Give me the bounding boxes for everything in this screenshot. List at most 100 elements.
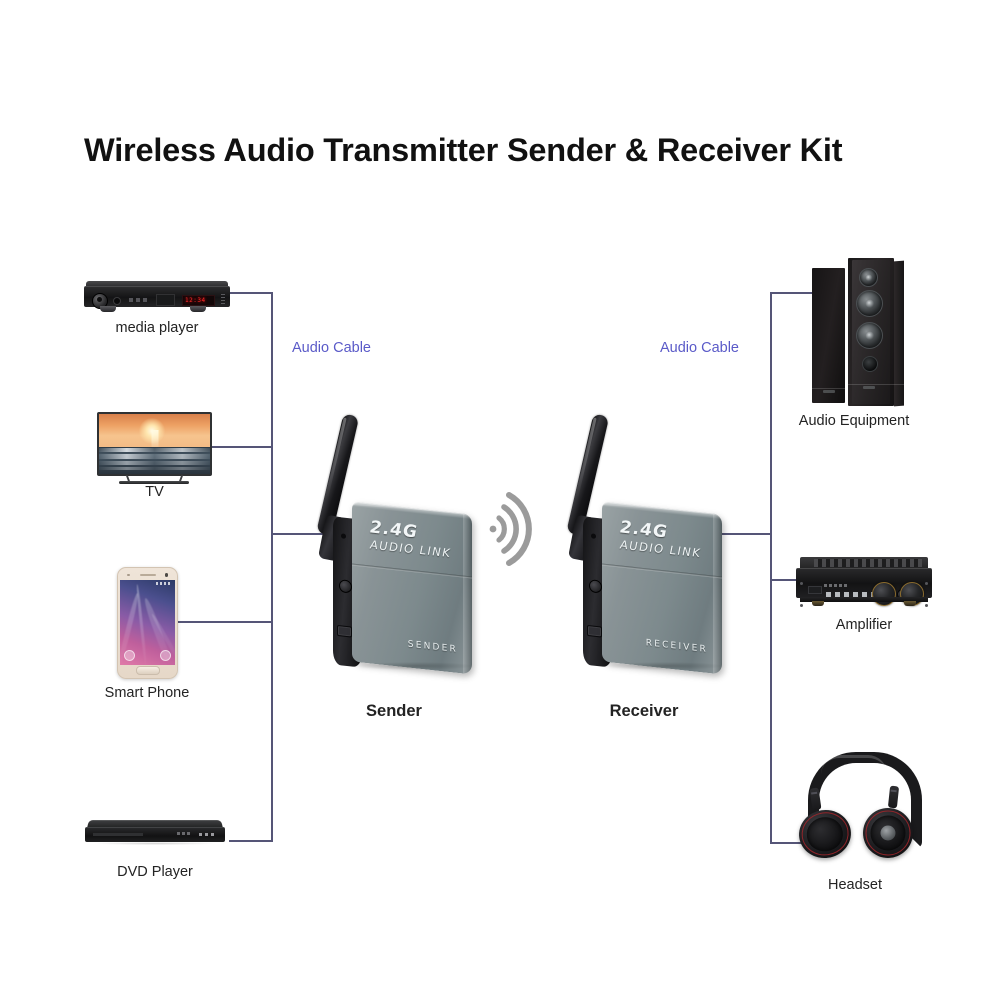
dvd-player-caption: DVD Player: [117, 864, 193, 880]
wifi-waves-icon: [489, 492, 532, 566]
amplifier-input-buttons: [826, 592, 878, 597]
amplifier-caption: Amplifier: [835, 617, 893, 633]
receiver-power-button: [589, 579, 602, 594]
sender-status-led: [341, 533, 346, 539]
speaker-midrange-lower-dome: [865, 331, 874, 340]
smart-phone-shortcut-right: [160, 650, 171, 661]
media-player-chassis-top: [86, 281, 228, 287]
sender-device-image: 2.4G AUDIO LINK SENDER: [300, 412, 475, 675]
smart-phone-image: [117, 567, 178, 679]
amplifier-screw-bottom-left: [800, 604, 803, 607]
tv-stand-base: [119, 481, 189, 484]
dvd-player-disc-slot: [93, 833, 143, 836]
audio-equipment-caption: Audio Equipment: [798, 413, 910, 429]
receiver-body-edge: [713, 513, 722, 675]
tv-screen-wave-3: [99, 460, 210, 465]
media-player-image: 12:34: [84, 281, 230, 313]
tv-screen-wave-4: [99, 466, 210, 470]
amplifier-top-cover: [800, 557, 928, 569]
speaker-rear-tower: [812, 268, 845, 403]
sender-caption: Sender: [366, 702, 422, 720]
speaker-midrange-lower: [856, 322, 883, 349]
wire-left-bus: [229, 292, 273, 842]
headset-headband-highlight: [821, 755, 887, 774]
tv-screen-wave-1: [99, 447, 210, 452]
smart-phone-caption: Smart Phone: [104, 685, 190, 701]
smart-phone-status-bar: [156, 582, 172, 585]
receiver-body-seam: [602, 563, 722, 579]
media-player-led-display: 12:34: [182, 295, 215, 306]
tv-screen-sun-reflection: [151, 429, 158, 450]
media-player-disc-tray: [156, 294, 175, 306]
media-player-foot-left: [100, 306, 116, 312]
tv-screen-wave-2: [99, 453, 210, 459]
receiver-status-led: [591, 533, 596, 539]
tv-screen: [99, 414, 210, 474]
media-player-button-row: [129, 298, 147, 302]
amplifier-foot-right: [904, 601, 916, 606]
media-player-front-panel: 12:34: [84, 286, 230, 309]
amplifier-display: [808, 586, 822, 594]
speaker-rear-badge: [823, 390, 835, 393]
smart-phone-screen: [120, 580, 175, 665]
receiver-shadow: [606, 662, 724, 670]
amplifier-bottom-rail: [800, 597, 928, 602]
headset-control-button: [880, 825, 896, 841]
headset-caption: Headset: [827, 877, 882, 893]
tv-image: [97, 412, 212, 484]
speaker-midrange-upper: [856, 290, 883, 317]
amplifier-ventilation-grille: [814, 559, 922, 567]
smart-phone-top-bezel: [118, 568, 177, 580]
smart-phone-front-camera: [164, 573, 168, 577]
sender-body: 2.4G AUDIO LINK SENDER: [352, 501, 472, 675]
dvd-player-shadow: [93, 842, 217, 845]
media-player-headphone-jack: [113, 297, 121, 305]
smart-phone-home-button: [135, 666, 160, 675]
speaker-tweeter: [859, 268, 878, 287]
tv-caption: TV: [145, 484, 164, 500]
dvd-player-image: [85, 820, 225, 846]
amplifier-screw-top-right: [925, 582, 928, 585]
sender-shadow: [356, 662, 474, 670]
audio-cable-label-right: Audio Cable: [660, 340, 739, 356]
smart-phone-shortcut-left: [124, 650, 135, 661]
receiver-caption: Receiver: [609, 702, 679, 720]
media-player-foot-right: [190, 306, 206, 312]
smart-phone-sensor: [127, 574, 130, 576]
speaker-tweeter-dome: [865, 274, 872, 281]
receiver-brand-name: AUDIO LINK: [620, 537, 702, 561]
headset-earcup-right: [863, 808, 913, 858]
smart-phone-wallpaper-streak-2: [135, 584, 148, 665]
speaker-bass-port: [862, 356, 878, 372]
amplifier-screw-top-left: [800, 582, 803, 585]
page-title: Wireless Audio Transmitter Sender & Rece…: [84, 132, 843, 168]
speaker-front-badge: [863, 386, 875, 389]
wireless-signal-icon: [487, 484, 547, 574]
media-player-display-text: 12:34: [185, 297, 206, 304]
headset-earcup-right-accent-ring: [865, 810, 911, 856]
amplifier-image: [796, 557, 932, 607]
receiver-body: 2.4G AUDIO LINK RECEIVER: [602, 501, 722, 675]
sender-brand-name: AUDIO LINK: [370, 537, 452, 561]
media-player-side-vents: [221, 294, 225, 305]
sender-audio-port: [337, 624, 352, 638]
audio-equipment-image: [812, 258, 922, 407]
speaker-midrange-upper-dome: [865, 299, 874, 308]
smart-phone-earpiece: [139, 574, 156, 576]
dvd-player-buttons: [199, 833, 217, 836]
audio-cable-label-left: Audio Cable: [292, 340, 371, 356]
amplifier-foot-left: [812, 601, 824, 606]
sender-body-edge: [463, 513, 472, 675]
dvd-player-front-panel: [85, 827, 225, 842]
amplifier-front-panel: [796, 568, 932, 607]
amplifier-screw-bottom-right: [925, 604, 928, 607]
speaker-front-plinth: [848, 384, 904, 385]
headset-image: [795, 752, 922, 868]
amplifier-selector-knob: [872, 582, 896, 606]
sender-power-button: [339, 579, 352, 594]
amplifier-brand-mark: [824, 584, 848, 587]
sender-role-text: SENDER: [407, 639, 458, 655]
sender-body-seam: [352, 563, 472, 579]
receiver-audio-port: [587, 624, 602, 638]
